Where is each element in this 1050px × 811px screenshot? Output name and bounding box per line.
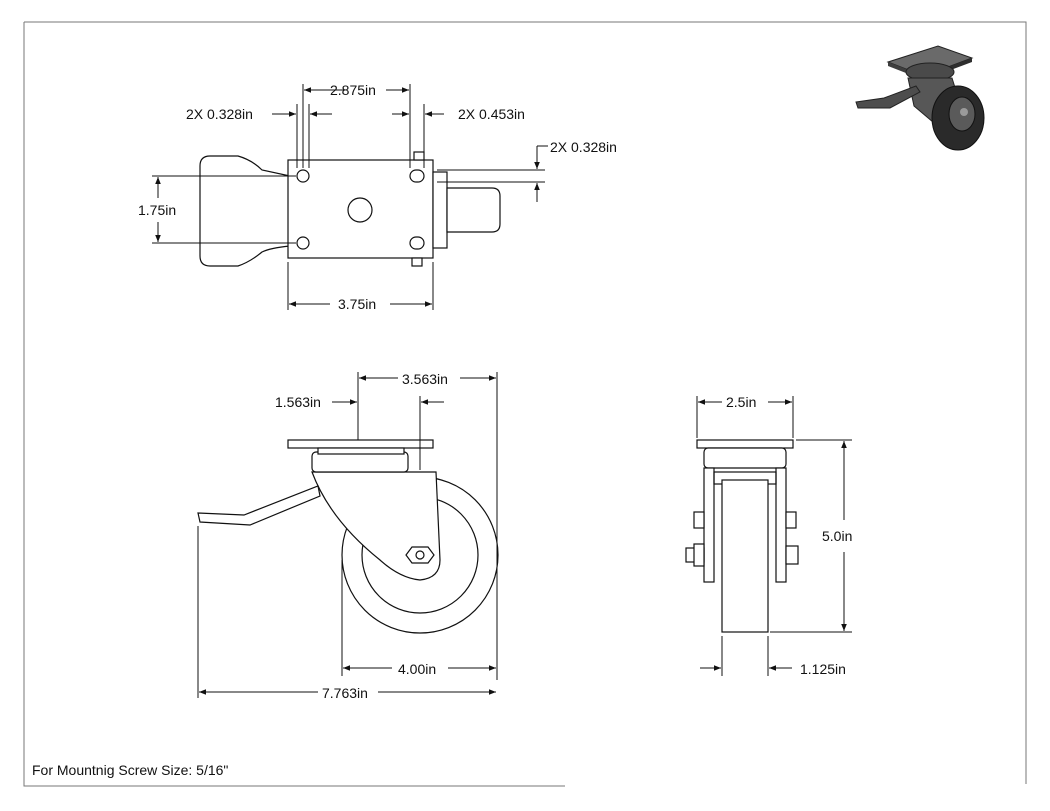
side-mount-plate	[287, 439, 434, 449]
dim-plate-width-short: 1.75in	[138, 202, 176, 218]
dim-hole-dia-right: 2X 0.453in	[458, 106, 525, 122]
plate-slot-top-right	[409, 169, 425, 183]
side-swivel-cap	[311, 451, 409, 473]
plate-center-hole	[347, 197, 373, 223]
dim-plate-length: 3.75in	[338, 296, 376, 312]
front-brake-bracket-left	[693, 511, 705, 529]
front-swivel-cap	[703, 447, 787, 469]
front-mount-plate	[696, 439, 794, 449]
front-axle-nut-right	[785, 545, 799, 565]
front-view: 2.5in 5.0in 1.125in	[685, 394, 852, 677]
dim-hole-spacing: 2.875in	[330, 82, 376, 98]
dim-offset: 1.563in	[275, 394, 321, 410]
top-view: 2.875in 2X 0.328in 2X 0.453in 2X 0.328in…	[138, 82, 617, 312]
dim-front-plate-width: 2.5in	[726, 394, 756, 410]
plate-hole-top-left	[296, 169, 310, 183]
mounting-screw-note: For Mountnig Screw Size: 5/16"	[32, 762, 229, 778]
axle-nut-top	[413, 151, 425, 161]
iso-brake-lever	[855, 85, 921, 109]
drawing-border	[23, 21, 1027, 787]
dim-hole-dia-left: 2X 0.328in	[186, 106, 253, 122]
brake-pedal	[199, 155, 291, 267]
axle-housing	[446, 187, 501, 233]
side-brake-lever	[197, 485, 321, 526]
side-axle-nut	[405, 546, 435, 564]
iso-axle	[960, 108, 968, 116]
dim-top-span: 3.563in	[402, 371, 448, 387]
dim-wheel-dia: 4.00in	[398, 661, 436, 677]
side-bracket	[432, 171, 448, 249]
side-swivel-neck	[317, 447, 405, 455]
dim-hole-dia-side: 2X 0.328in	[550, 139, 617, 155]
isometric-view	[855, 45, 985, 151]
front-fork-right	[775, 467, 787, 583]
dim-wheel-width: 1.125in	[800, 661, 846, 677]
side-view: 3.563in 1.563in 4.00in 7.763in	[197, 371, 499, 701]
dim-overall-length: 7.763in	[322, 685, 368, 701]
front-brake-bracket-right	[785, 511, 797, 529]
dim-front-height: 5.0in	[822, 528, 852, 544]
front-axle-nut-left	[693, 543, 705, 567]
side-axle	[415, 550, 425, 560]
front-wheel	[721, 479, 769, 633]
front-fork-left	[703, 467, 715, 583]
plate-slot-bottom-right	[409, 236, 425, 250]
axle-nut	[411, 257, 423, 267]
plate-hole-bottom-left	[296, 236, 310, 250]
